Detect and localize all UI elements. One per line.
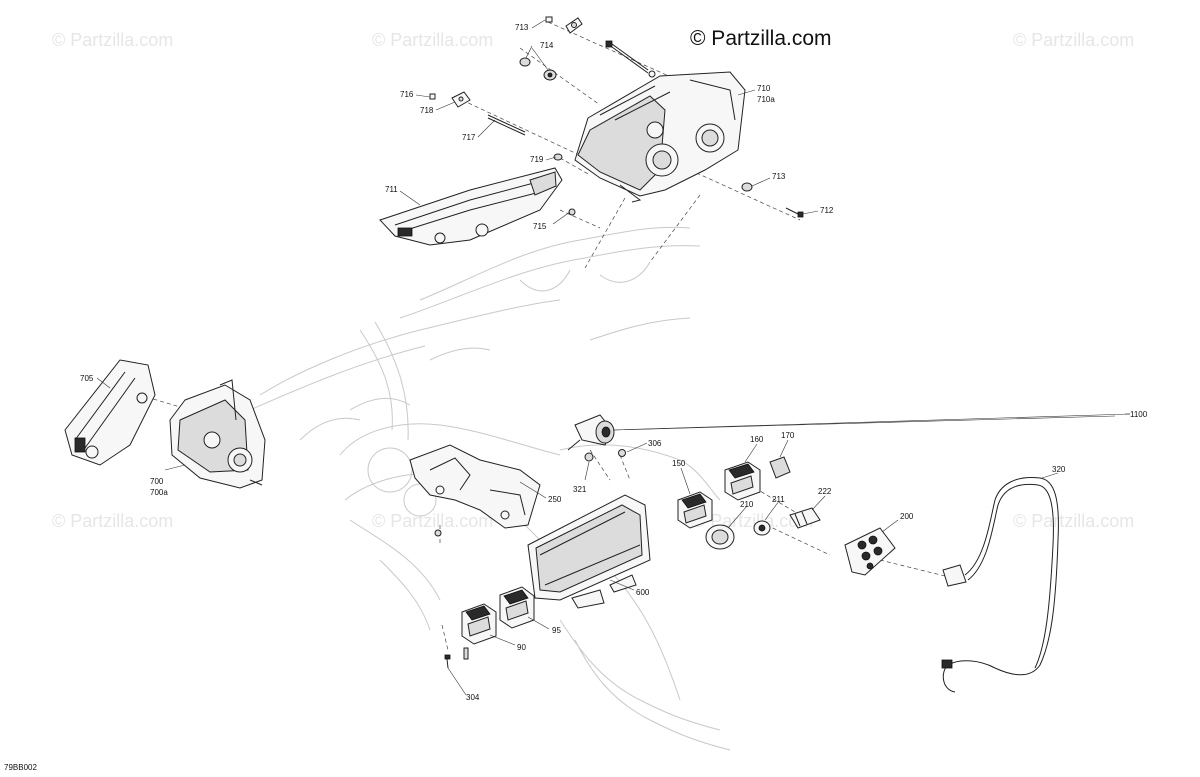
fasteners-top (519, 16, 656, 81)
watermark: © Partzilla.com (1013, 511, 1134, 531)
callout-705: 705 (80, 374, 94, 383)
callout-700: 700 (150, 477, 164, 486)
callout-306: 306 (648, 439, 662, 448)
callout-211: 211 (772, 495, 785, 504)
keypad-200 (844, 527, 896, 576)
callout-713: 713 (515, 23, 529, 32)
callout-160: 160 (750, 435, 764, 444)
callout-700a: 700a (150, 488, 168, 497)
callout-1100: 1100 (1130, 410, 1148, 419)
headlight-bracket-711 (379, 167, 563, 246)
nut-321 (584, 452, 594, 462)
button-170 (769, 456, 791, 479)
vehicle-frame-ghost (249, 226, 731, 751)
support-bracket-250 (409, 444, 541, 537)
callout-717: 717 (462, 133, 476, 142)
callout-321: 321 (573, 485, 587, 494)
callout-712: 712 (820, 206, 834, 215)
headlight-left-700 (169, 379, 266, 489)
switch-90 (461, 603, 497, 645)
switch-160 (724, 461, 761, 501)
fasteners-mid (429, 91, 804, 218)
callout-719: 719 (530, 155, 544, 164)
headlight-right-710 (574, 71, 746, 203)
callout-320: 320 (1052, 465, 1066, 474)
watermark: © Partzilla.com (372, 511, 493, 531)
headlight-bracket-705 (64, 359, 156, 466)
connector-222 (789, 507, 821, 529)
watermark: © Partzilla.com (52, 30, 173, 50)
callout-716: 716 (400, 90, 414, 99)
callout-710a: 710a (757, 95, 775, 104)
instrument-cluster-600 (527, 494, 651, 609)
washer-211 (753, 520, 771, 536)
callout-150: 150 (672, 459, 686, 468)
callout-714: 714 (540, 41, 554, 50)
screw-306 (618, 449, 626, 457)
switch-150 (677, 491, 713, 529)
brand-watermark: © Partzilla.com (690, 27, 832, 50)
callout-labels: 713 714 716 718 717 719 710 710a 713 712… (80, 23, 1148, 702)
callout-715: 715 (533, 222, 547, 231)
callout-170: 170 (781, 431, 795, 440)
callout-600: 600 (636, 588, 650, 597)
callout-90: 90 (517, 643, 526, 652)
ring-nut-210 (705, 524, 735, 550)
callout-710: 710 (757, 84, 771, 93)
drawing-code: 79BB002 (4, 763, 37, 772)
callout-711: 711 (385, 185, 398, 194)
switch-95 (499, 586, 535, 629)
callout-222: 222 (818, 487, 832, 496)
callout-718: 718 (420, 106, 434, 115)
watermark: © Partzilla.com (1013, 30, 1134, 50)
callout-713-lower: 713 (772, 172, 786, 181)
power-outlet-1100 (567, 414, 615, 451)
callout-210: 210 (740, 500, 754, 509)
watermark: © Partzilla.com (52, 511, 173, 531)
harness-320 (941, 476, 1059, 693)
callout-304: 304 (466, 693, 480, 702)
watermarks: © Partzilla.com © Partzilla.com © Partzi… (52, 30, 1134, 531)
callout-250: 250 (548, 495, 562, 504)
leader-lines (96, 19, 1131, 696)
callout-200: 200 (900, 512, 914, 521)
callout-95: 95 (552, 626, 561, 635)
screw-304 (444, 647, 469, 669)
watermark: © Partzilla.com (372, 30, 493, 50)
